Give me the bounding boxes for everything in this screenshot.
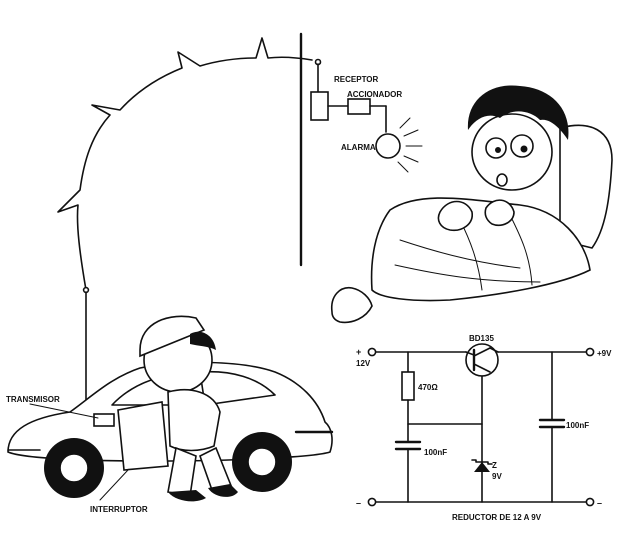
resistor-label: 470Ω	[418, 383, 438, 392]
alarma-label: ALARMA	[341, 143, 376, 152]
receiver-box	[310, 91, 329, 121]
receptor-label: RECEPTOR	[334, 75, 379, 84]
accionador-label: ACCIONADOR	[347, 90, 402, 99]
transmisor-pointer	[29, 403, 99, 419]
input-minus-terminal	[367, 497, 377, 507]
actuator-box	[347, 98, 371, 115]
cap-input-label: 100nF	[424, 448, 447, 457]
transistor-label: BD135	[469, 334, 494, 343]
radio-wave	[57, 37, 313, 411]
output-plus-terminal	[585, 347, 595, 357]
interruptor-label: INTERRUPTOR	[90, 505, 148, 514]
thief-shirt	[167, 389, 221, 452]
resistor-470	[401, 371, 415, 401]
output-minus-sign: –	[597, 498, 602, 508]
cap-output-label: 100nF	[566, 421, 589, 430]
output-voltage-label: +9V	[597, 349, 612, 358]
zener-ref-label: Z	[492, 461, 497, 470]
transmisor-label: TRANSMISOR	[6, 395, 60, 404]
reducer-circuit: + 12V BD135 +9V 470Ω 100nF Z 9V	[356, 334, 612, 522]
input-voltage-label: 12V	[356, 359, 371, 368]
interruptor-pointer	[99, 469, 129, 501]
thief-cap	[139, 315, 206, 358]
transmitter-box	[93, 413, 115, 427]
output-minus-terminal	[585, 497, 595, 507]
alarm-light-rays	[397, 117, 423, 173]
person-in-bed-illustration	[330, 85, 613, 324]
input-plus-terminal	[367, 347, 377, 357]
circuit-caption: REDUCTOR DE 12 A 9V	[452, 513, 542, 522]
car-thief-illustration: TRANSMISOR INTERRUPTOR	[6, 315, 334, 514]
zener-diode	[474, 462, 490, 472]
zener-voltage-label: 9V	[492, 472, 502, 481]
receiver-unit: RECEPTOR ACCIONADOR ALARMA	[310, 58, 423, 173]
input-minus-sign: –	[356, 498, 361, 508]
input-plus-sign: +	[356, 347, 361, 357]
alarm-bulb	[375, 133, 401, 159]
